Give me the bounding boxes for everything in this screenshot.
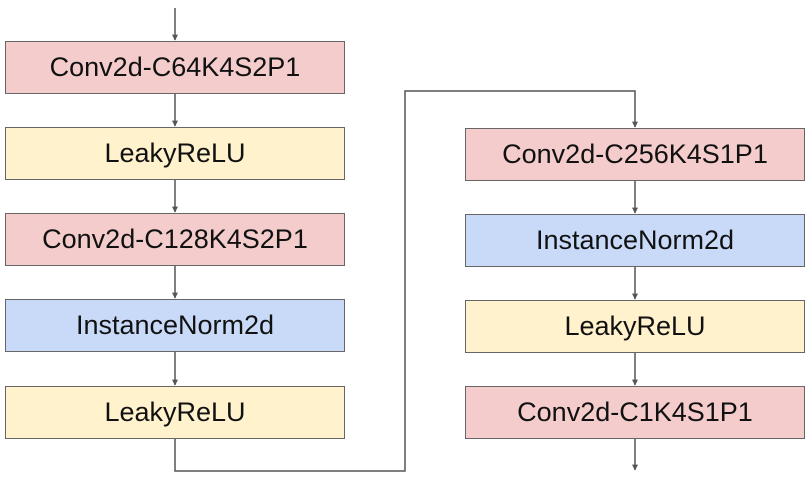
conv2d-c1-block: Conv2d-C1K4S1P1 xyxy=(465,386,805,439)
elbow-connector xyxy=(174,90,638,472)
conv2d-c256-block: Conv2d-C256K4S1P1 xyxy=(465,128,805,181)
leakyrelu-block: LeakyReLU xyxy=(5,386,345,439)
conv2d-c64-block: Conv2d-C64K4S2P1 xyxy=(5,41,345,94)
conv2d-c128-block: Conv2d-C128K4S2P1 xyxy=(5,213,345,266)
instancenorm-block: InstanceNorm2d xyxy=(5,299,345,352)
leakyrelu-block: LeakyReLU xyxy=(465,300,805,353)
instancenorm-block: InstanceNorm2d xyxy=(465,214,805,267)
leakyrelu-block: LeakyReLU xyxy=(5,127,345,180)
